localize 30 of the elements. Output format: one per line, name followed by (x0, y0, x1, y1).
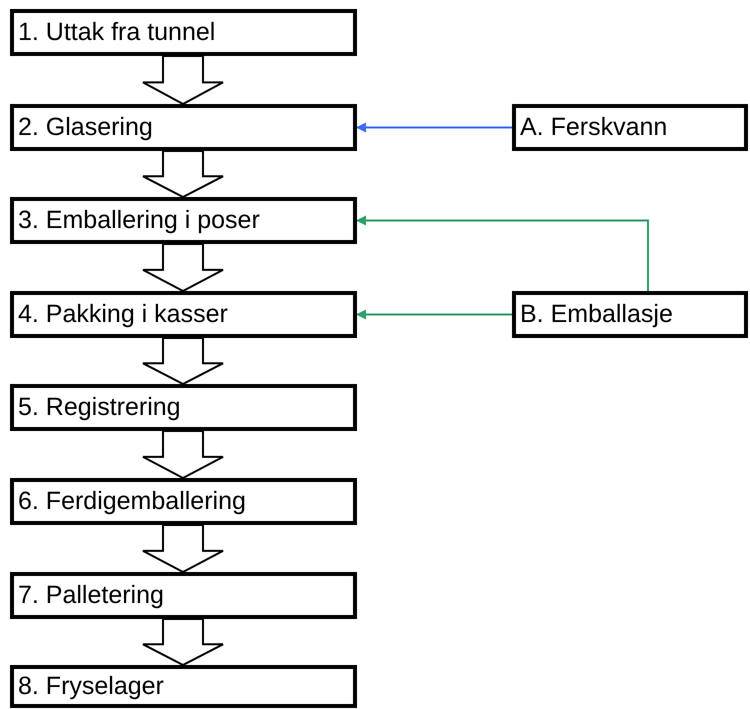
process-box (512, 291, 748, 338)
box-label: 4. Pakking i kasser (18, 300, 228, 329)
block-arrow (142, 150, 224, 198)
arrow (356, 216, 649, 291)
box-label: 5. Registrering (18, 393, 181, 422)
arrow (356, 310, 512, 320)
block-arrow (142, 430, 224, 480)
box-label: B. Emballasje (520, 300, 673, 329)
process-box (10, 9, 357, 56)
box-label: A. Ferskvann (520, 113, 668, 142)
block-arrow (142, 524, 224, 574)
box-label: 2. Glasering (18, 113, 153, 142)
block-arrow (142, 618, 224, 666)
process-box (10, 104, 357, 151)
process-box (10, 478, 357, 525)
box-label: 3. Emballering i poser (18, 206, 260, 235)
box-label: 6. Ferdigemballering (18, 487, 246, 516)
box-label: 1. Uttak fra tunnel (18, 18, 216, 47)
block-arrow (142, 337, 224, 386)
process-box (10, 572, 357, 619)
block-arrow (142, 55, 224, 106)
process-box (10, 197, 357, 244)
box-label: 7. Palletering (18, 581, 164, 610)
block-arrow (142, 243, 224, 292)
process-box (10, 665, 357, 708)
process-box (10, 291, 357, 338)
process-box (10, 384, 357, 431)
box-label: 8. Fryselager (18, 672, 164, 701)
arrow (356, 122, 512, 132)
process-box (512, 104, 748, 151)
